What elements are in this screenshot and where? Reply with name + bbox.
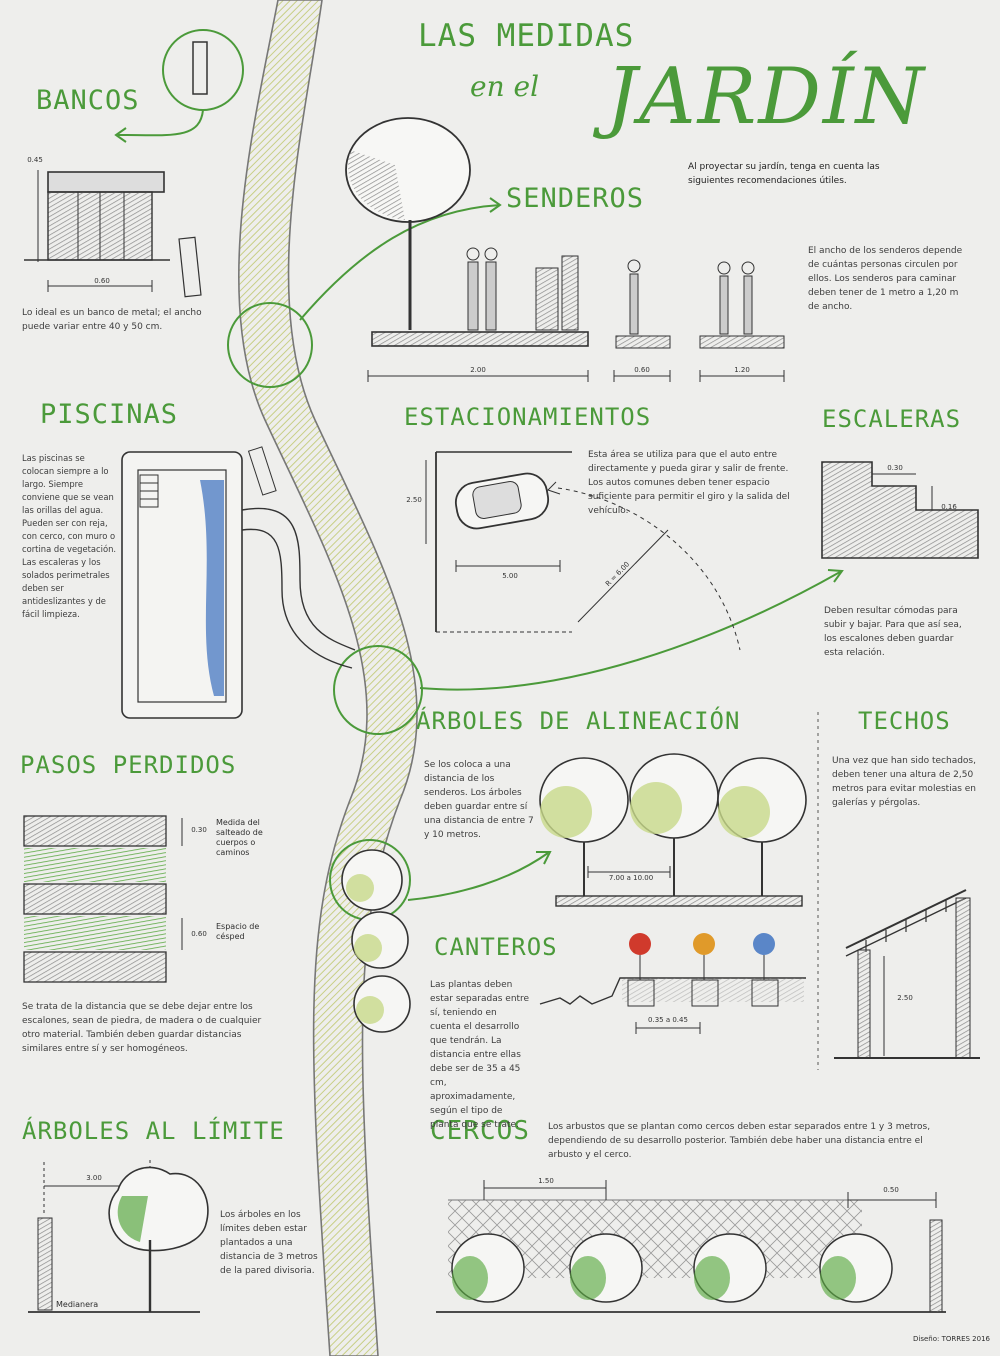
dim-step-gap: 0.30 (191, 826, 207, 834)
stepping-stones-drawing (23, 815, 183, 983)
credit: Diseño: TORRES 2016 (912, 1335, 990, 1343)
dim-bench-height: 0.45 (27, 156, 43, 164)
text-bancos: Lo ideal es un banco de metal; el ancho … (22, 308, 202, 332)
text-cercos: Los arbustos que se plantan como cercos … (548, 1122, 931, 1160)
dim-bench-width: 0.60 (94, 277, 110, 285)
text-arboles-limite: Los árboles en los límites deben estar p… (220, 1210, 318, 1276)
text-estacionamientos: Esta área se utiliza para que el auto en… (588, 450, 790, 516)
text-canteros: Las plantas deben estar separadas entre … (430, 980, 530, 1130)
dim-step-size: 0.60 (191, 930, 207, 938)
dim-boundary-distance: 3.00 (86, 1174, 102, 1182)
dim-path-mid: 0.60 (634, 366, 650, 374)
label-step-gap: Medida del salteado de cuerpos o caminos (216, 818, 263, 857)
dim-stair-riser: 0.16 (941, 503, 957, 511)
dim-path-narrow: 1.20 (734, 366, 750, 374)
heading-arboles-alineacion: ÁRBOLES DE ALINEACIÓN (416, 707, 741, 735)
heading-pasos-perdidos: PASOS PERDIDOS (20, 751, 237, 779)
heading-arboles-limite: ÁRBOLES AL LÍMITE (22, 1117, 285, 1145)
dim-fence-spacing: 1.50 (538, 1177, 554, 1185)
title-line-2: en el (470, 70, 540, 103)
heading-cercos: CERCOS (430, 1116, 530, 1146)
label-boundary-wall: Medianera (56, 1300, 99, 1309)
fence-drawing (436, 1180, 946, 1313)
roof-drawing (834, 889, 980, 1059)
text-escaleras: Deben resultar cómodas para subir y baja… (824, 606, 962, 658)
parking-drawing (425, 451, 741, 651)
heading-canteros: CANTEROS (434, 933, 558, 961)
callout-arrows (114, 109, 844, 901)
intro-text: Al proyectar su jardín, tenga en cuenta … (688, 162, 880, 186)
dim-roof-height: 2.50 (897, 994, 913, 1002)
flowerbed-drawing (539, 933, 806, 1034)
stairs-drawing (821, 461, 979, 559)
text-arboles-alineacion: Se los coloca a una distancia de los sen… (424, 760, 534, 840)
dim-bed-spacing: 0.35 a 0.45 (648, 1016, 688, 1024)
dim-stair-tread: 0.30 (887, 464, 903, 472)
dim-parking-width: 5.00 (502, 572, 518, 580)
pool-drawing (121, 446, 356, 719)
alignment-trees-drawing (539, 712, 819, 1070)
escaleras-callout-circle (333, 645, 423, 735)
text-piscinas: Las piscinas se colocan siempre a lo lar… (22, 453, 117, 619)
text-senderos: El ancho de los senderos depende de cuán… (808, 246, 963, 312)
bench-drawing (24, 170, 202, 298)
heading-piscinas: PISCINAS (40, 399, 179, 430)
text-pasos-perdidos: Se trata de la distancia que se debe dej… (22, 1002, 262, 1054)
senderos-callout-circle (227, 302, 313, 388)
dim-parking-side: 2.50 (406, 496, 422, 504)
garden-path (238, 0, 418, 1356)
dim-fence-gap: 0.50 (883, 1186, 899, 1194)
heading-bancos: BANCOS (36, 85, 140, 116)
heading-techos: TECHOS (858, 707, 951, 735)
text-techos: Una vez que han sido techados, deben ten… (832, 756, 976, 808)
title-line-3: JARDÍN (606, 52, 926, 142)
heading-estacionamientos: ESTACIONAMIENTOS (404, 403, 652, 431)
heading-senderos: SENDEROS (506, 183, 645, 214)
heading-escaleras: ESCALERAS (822, 405, 962, 433)
dim-tree-spacing: 7.00 a 10.00 (608, 874, 654, 882)
boundary-tree-drawing (28, 1160, 209, 1313)
label-step-size: Espacio de césped (216, 922, 260, 941)
dim-path-wide: 2.00 (470, 366, 486, 374)
title-line-1: LAS MEDIDAS (418, 18, 635, 54)
senderos-drawing (345, 117, 785, 382)
